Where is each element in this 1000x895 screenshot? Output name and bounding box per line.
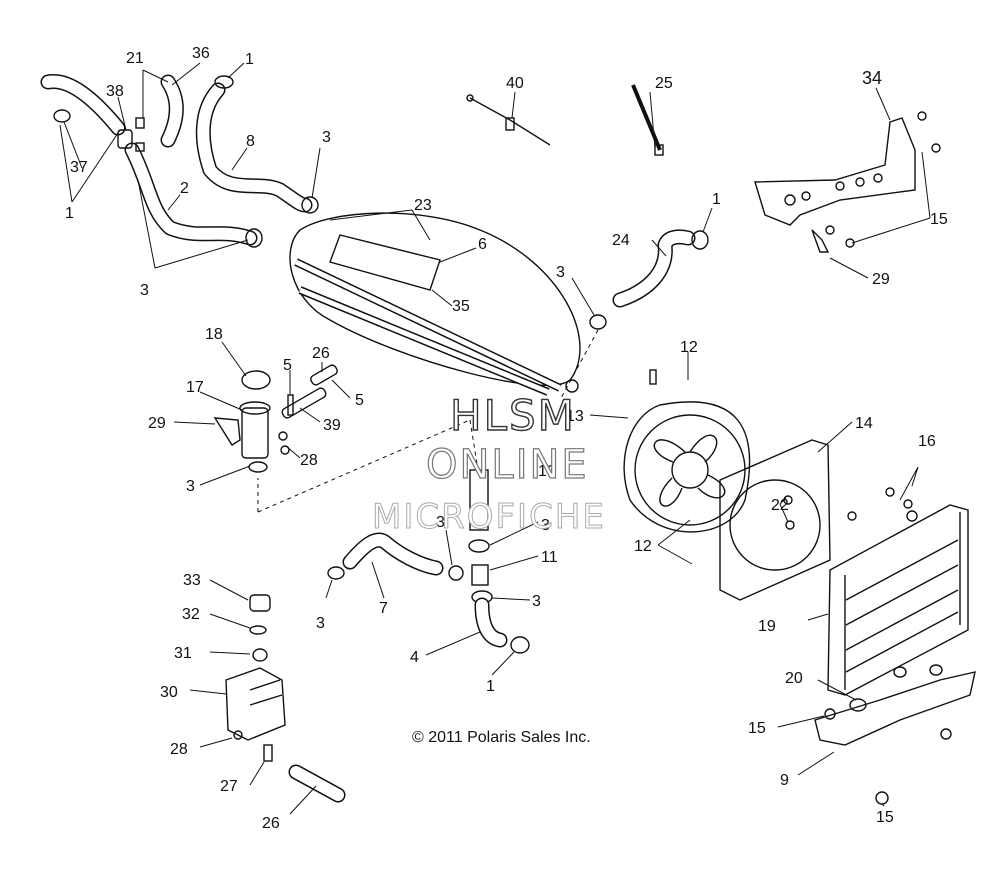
- callout-3: 3: [556, 264, 565, 281]
- callout-18: 18: [205, 326, 223, 343]
- fitting-38: [117, 117, 145, 152]
- radiator-19: [827, 487, 969, 696]
- hose-36: [160, 74, 184, 148]
- callout-39: 39: [323, 417, 341, 434]
- watermark: HLSM ONLINE MICROFICHE: [372, 390, 606, 537]
- callout-7: 7: [379, 600, 388, 617]
- callout-33: 33: [183, 572, 201, 589]
- routing-line: [559, 329, 599, 401]
- callout-5: 5: [355, 392, 364, 409]
- callout-5: 5: [283, 357, 292, 374]
- callout-1: 1: [486, 678, 495, 695]
- callout-27: 27: [220, 778, 238, 795]
- callout-3: 3: [541, 517, 550, 534]
- callout-22: 22: [771, 497, 789, 514]
- shroud-14: [719, 439, 831, 601]
- callout-10: 10: [538, 463, 556, 480]
- callout-13: 13: [566, 408, 584, 425]
- callout-12: 12: [634, 538, 652, 555]
- watermark-line-1: HLSM: [450, 391, 576, 440]
- bracket-9: [814, 664, 976, 805]
- callout-11: 11: [541, 549, 558, 566]
- callout-29: 29: [872, 271, 890, 288]
- callout-20: 20: [785, 670, 803, 687]
- hose-24: [612, 229, 709, 308]
- callout-14: 14: [855, 415, 873, 432]
- callout-12: 12: [680, 339, 698, 356]
- callout-9: 9: [780, 772, 789, 789]
- callout-32: 32: [182, 606, 200, 623]
- callout-21: 21: [126, 50, 144, 67]
- callout-28: 28: [300, 452, 318, 469]
- callout-25: 25: [655, 75, 673, 92]
- filler-neck-17: [213, 364, 338, 473]
- callout-1: 1: [245, 51, 254, 68]
- callout-36: 36: [192, 45, 210, 62]
- callout-40: 40: [506, 75, 524, 92]
- hose-37: [40, 74, 126, 136]
- callout-1: 1: [65, 205, 74, 222]
- callout-3: 3: [140, 282, 149, 299]
- copyright-notice: © 2011 Polaris Sales Inc.: [412, 729, 591, 746]
- elbow-4: [474, 597, 530, 654]
- hose-2: [124, 142, 263, 248]
- watermark-line-3: MICROFICHE: [372, 497, 606, 537]
- leader-lines: [59, 62, 931, 815]
- callouts: 21 36 1 38 37 1 8 3 2 3 40 25 34 23 6 35…: [65, 45, 948, 832]
- routing-line: [257, 419, 471, 513]
- callout-34: 34: [862, 68, 882, 88]
- callout-26: 26: [312, 345, 330, 362]
- watermark-line-2: ONLINE: [426, 442, 589, 488]
- reservoir-30: [225, 594, 286, 762]
- tube-assembly-6: [289, 212, 581, 396]
- callout-23: 23: [414, 197, 432, 214]
- callout-3: 3: [436, 514, 445, 531]
- callout-15: 15: [876, 809, 894, 826]
- bracket-34: [754, 111, 941, 253]
- callout-30: 30: [160, 684, 178, 701]
- callout-37: 37: [70, 159, 88, 176]
- routing-line: [469, 419, 479, 471]
- callout-15: 15: [930, 211, 948, 228]
- callout-35: 35: [452, 298, 470, 315]
- cable-tie-25: [631, 84, 664, 156]
- callout-2: 2: [180, 180, 189, 197]
- hose-8: [195, 75, 319, 214]
- callout-3: 3: [316, 615, 325, 632]
- callout-29: 29: [148, 415, 166, 432]
- hose-26: [288, 764, 346, 803]
- callout-1: 1: [712, 191, 721, 208]
- strap-40: [466, 94, 551, 146]
- clamp-icon: [53, 109, 71, 123]
- callout-4: 4: [410, 649, 419, 666]
- hose-7: [327, 532, 464, 581]
- callout-15: 15: [748, 720, 766, 737]
- callout-31: 31: [174, 645, 192, 662]
- callout-26: 26: [262, 815, 280, 832]
- callout-28: 28: [170, 741, 188, 758]
- clamp-3: [589, 314, 607, 330]
- callout-3: 3: [186, 478, 195, 495]
- callout-16: 16: [918, 433, 936, 450]
- callout-19: 19: [758, 618, 776, 635]
- callout-6: 6: [478, 236, 487, 253]
- callout-17: 17: [186, 379, 204, 396]
- callout-8: 8: [246, 133, 255, 150]
- callout-38: 38: [106, 83, 124, 100]
- fan-13: [623, 369, 751, 533]
- callout-3: 3: [532, 593, 541, 610]
- callout-3: 3: [322, 129, 331, 146]
- callout-24: 24: [612, 232, 630, 249]
